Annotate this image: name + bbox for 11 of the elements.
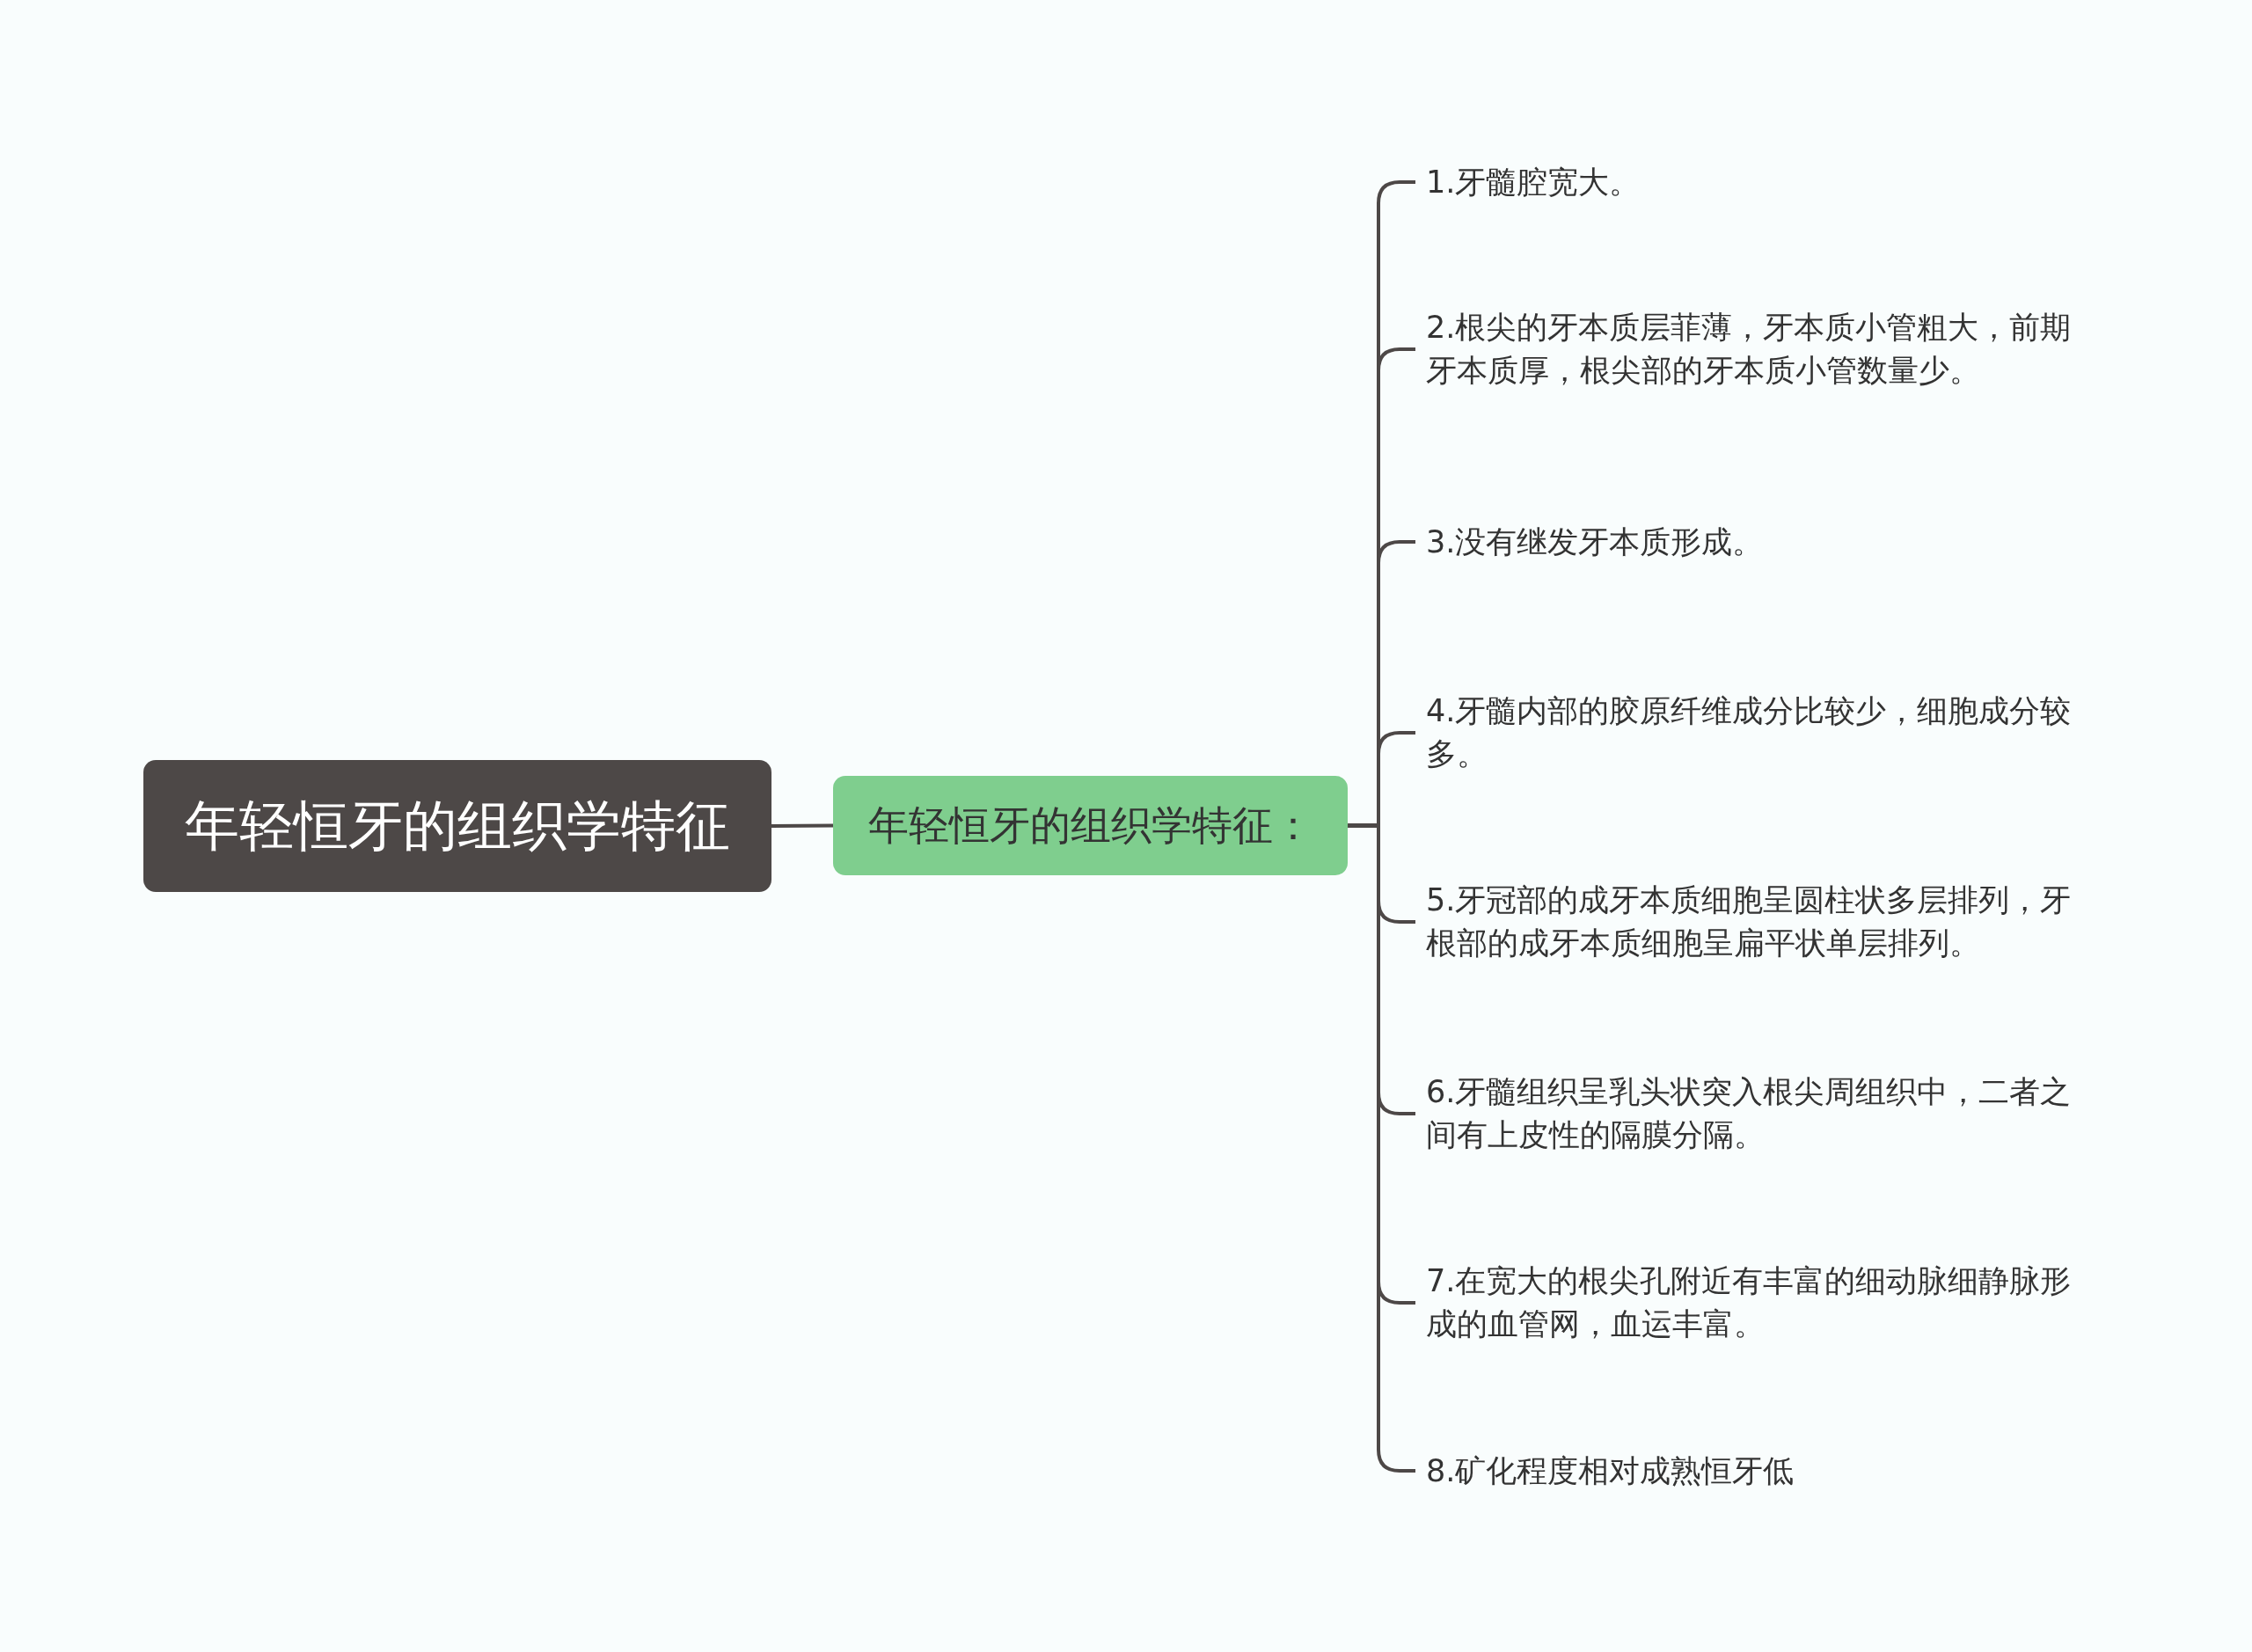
branch-text: 3.没有继发牙本质形成。 — [1426, 520, 2095, 564]
branch-text: 1.牙髓腔宽大。 — [1426, 160, 2095, 204]
branch-text: 5.牙冠部的成牙本质细胞呈圆柱状多层排列，牙根部的成牙本质细胞呈扁平状单层排列。 — [1426, 879, 2095, 965]
branch-text: 6.牙髓组织呈乳头状突入根尖周组织中，二者之间有上皮性的隔膜分隔。 — [1426, 1071, 2095, 1157]
branch-text: 8.矿化程度相对成熟恒牙低 — [1426, 1449, 2095, 1493]
topic-box: 年轻恒牙的组织学特征 — [143, 760, 771, 892]
connector-line — [771, 823, 833, 828]
branch-text: 4.牙髓内部的胶原纤维成分比较少，细胞成分较多。 — [1426, 690, 2095, 776]
subtopic-box: 年轻恒牙的组织学特征： — [833, 776, 1348, 875]
branch-text: 7.在宽大的根尖孔附近有丰富的细动脉细静脉形成的血管网，血运丰富。 — [1426, 1260, 2095, 1346]
branch-text: 2.根尖的牙本质层菲薄，牙本质小管粗大，前期牙本质厚，根尖部的牙本质小管数量少。 — [1426, 306, 2095, 392]
